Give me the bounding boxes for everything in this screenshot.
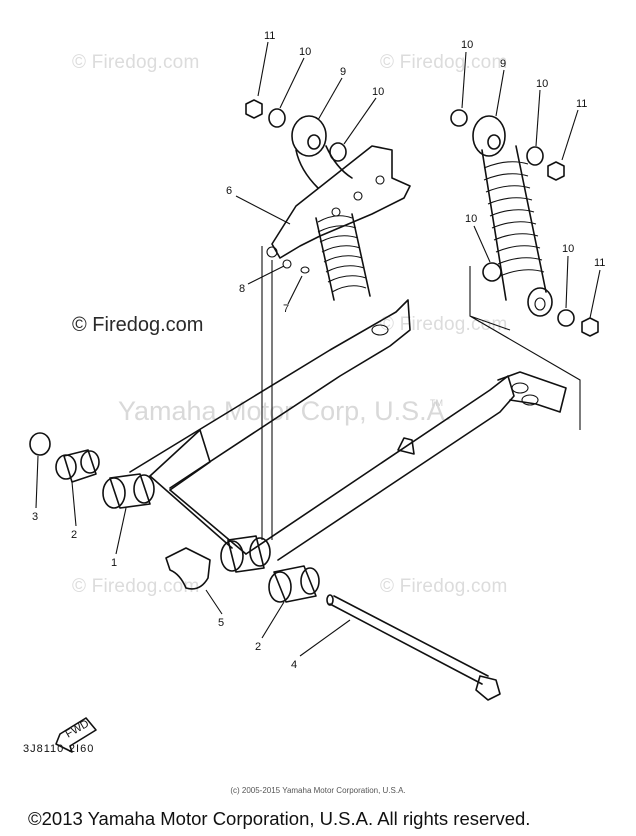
left-shock-absorber (291, 115, 371, 301)
watermark-yamaha: Yamaha Motor Corp, U.S.A. (118, 396, 453, 426)
watermark-firedog: © Firedog.com (380, 576, 508, 597)
svg-text:8: 8 (239, 283, 245, 295)
bushing-2-left (55, 449, 100, 483)
svg-text:6: 6 (226, 185, 232, 197)
svg-text:3: 3 (32, 511, 38, 523)
svg-text:10: 10 (536, 78, 548, 90)
watermark-firedog-center: © Firedog.com (72, 314, 204, 336)
svg-text:10: 10 (461, 39, 473, 51)
right-shock-absorber (450, 109, 599, 337)
swing-arm (129, 299, 567, 561)
footer-copyright: ©2013 Yamaha Motor Corporation, U.S.A. A… (28, 808, 531, 829)
bushing-2-right (220, 535, 320, 603)
watermark-tm: TM (430, 398, 443, 408)
svg-text:10: 10 (372, 86, 384, 98)
part-number: 3J8110-2I60 (23, 743, 95, 755)
svg-text:10: 10 (562, 243, 574, 255)
watermark-firedog: © Firedog.com (72, 576, 200, 597)
left-shock-top-hardware (245, 99, 347, 274)
svg-text:10: 10 (299, 46, 311, 58)
svg-text:11: 11 (594, 257, 605, 269)
svg-text:2: 2 (255, 641, 261, 653)
svg-text:9: 9 (500, 58, 506, 70)
watermark-firedog: © Firedog.com (380, 52, 508, 73)
svg-text:10: 10 (465, 213, 477, 225)
watermark-firedog: © Firedog.com (72, 52, 200, 73)
svg-text:4: 4 (291, 659, 297, 671)
footer-small-copyright: (c) 2005-2015 Yamaha Motor Corporation, … (230, 786, 406, 795)
svg-text:9: 9 (340, 66, 346, 78)
pivot-collar-3 (29, 432, 51, 456)
shock-bracket (271, 145, 411, 259)
pivot-shaft-4 (326, 594, 501, 701)
right-mount-plate (469, 266, 581, 430)
svg-text:11: 11 (576, 98, 587, 110)
svg-text:2: 2 (71, 529, 77, 541)
svg-text:7: 7 (283, 303, 289, 315)
svg-text:11: 11 (264, 30, 275, 42)
bushing-1 (102, 473, 155, 509)
chain-guard-clip-5 (165, 547, 211, 590)
svg-text:FWD: FWD (64, 718, 92, 741)
svg-text:5: 5 (218, 617, 224, 629)
svg-text:1: 1 (111, 557, 117, 569)
